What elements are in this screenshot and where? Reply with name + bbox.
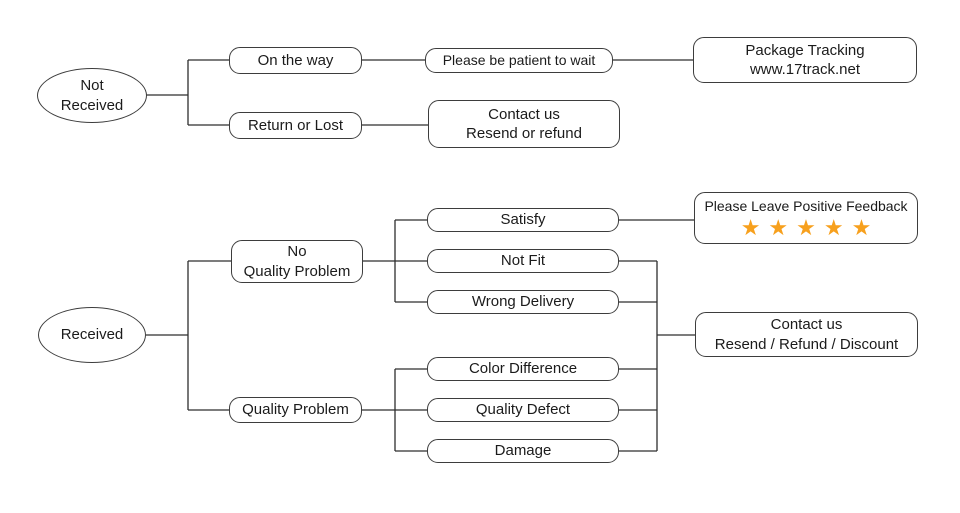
node-wrong-delivery: Wrong Delivery (427, 290, 619, 314)
node-no-quality-problem: No Quality Problem (231, 240, 363, 283)
node-received-label: Received (60, 326, 124, 344)
node-received: Received (38, 307, 146, 363)
node-wrong-delivery-label: Wrong Delivery (471, 293, 575, 311)
node-satisfy-label: Satisfy (500, 211, 546, 229)
node-quality-problem: Quality Problem (229, 397, 362, 423)
node-damage: Damage (427, 439, 619, 463)
node-not-received-label-line1: Not (80, 77, 104, 94)
node-package-tracking-label-line1: Package Tracking (745, 41, 865, 59)
node-not-fit: Not Fit (427, 249, 619, 273)
node-positive-feedback: Please Leave Positive Feedback ★★★★★ (694, 192, 918, 244)
node-no-quality-problem-label-line1: No (287, 243, 307, 260)
node-on-the-way: On the way (229, 47, 362, 74)
node-contact-resend-refund-discount: Contact us Resend / Refund / Discount (695, 312, 918, 357)
node-package-tracking-label-line2: www.17track.net (749, 61, 861, 78)
node-damage-label: Damage (494, 442, 552, 460)
node-package-tracking: Package Tracking www.17track.net (693, 37, 917, 83)
node-contact-discount-label-line2: Resend / Refund / Discount (714, 335, 899, 353)
node-quality-problem-label: Quality Problem (242, 401, 349, 419)
node-not-received-label-line2: Received (60, 96, 124, 114)
node-contact-resend-refund-label-line1: Contact us (488, 105, 560, 123)
node-color-difference: Color Difference (427, 357, 619, 381)
node-contact-resend-refund: Contact us Resend or refund (428, 100, 620, 148)
node-contact-resend-refund-label-line2: Resend or refund (466, 125, 582, 142)
node-satisfy: Satisfy (427, 208, 619, 232)
node-return-or-lost: Return or Lost (229, 112, 362, 139)
node-quality-defect-label: Quality Defect (475, 401, 571, 419)
node-not-fit-label: Not Fit (500, 252, 546, 270)
node-positive-feedback-label: Please Leave Positive Feedback (704, 198, 908, 215)
five-star-rating-icon: ★★★★★ (740, 214, 880, 240)
node-no-quality-problem-label-line2: Quality Problem (243, 262, 351, 280)
node-quality-defect: Quality Defect (427, 398, 619, 422)
node-contact-discount-label-line1: Contact us (770, 316, 843, 333)
node-color-difference-label: Color Difference (468, 360, 578, 378)
node-return-or-lost-label: Return or Lost (247, 116, 344, 134)
node-please-be-patient: Please be patient to wait (425, 48, 613, 73)
node-not-received: Not Received (37, 68, 147, 123)
node-please-be-patient-label: Please be patient to wait (442, 52, 596, 69)
node-on-the-way-label: On the way (257, 51, 334, 69)
